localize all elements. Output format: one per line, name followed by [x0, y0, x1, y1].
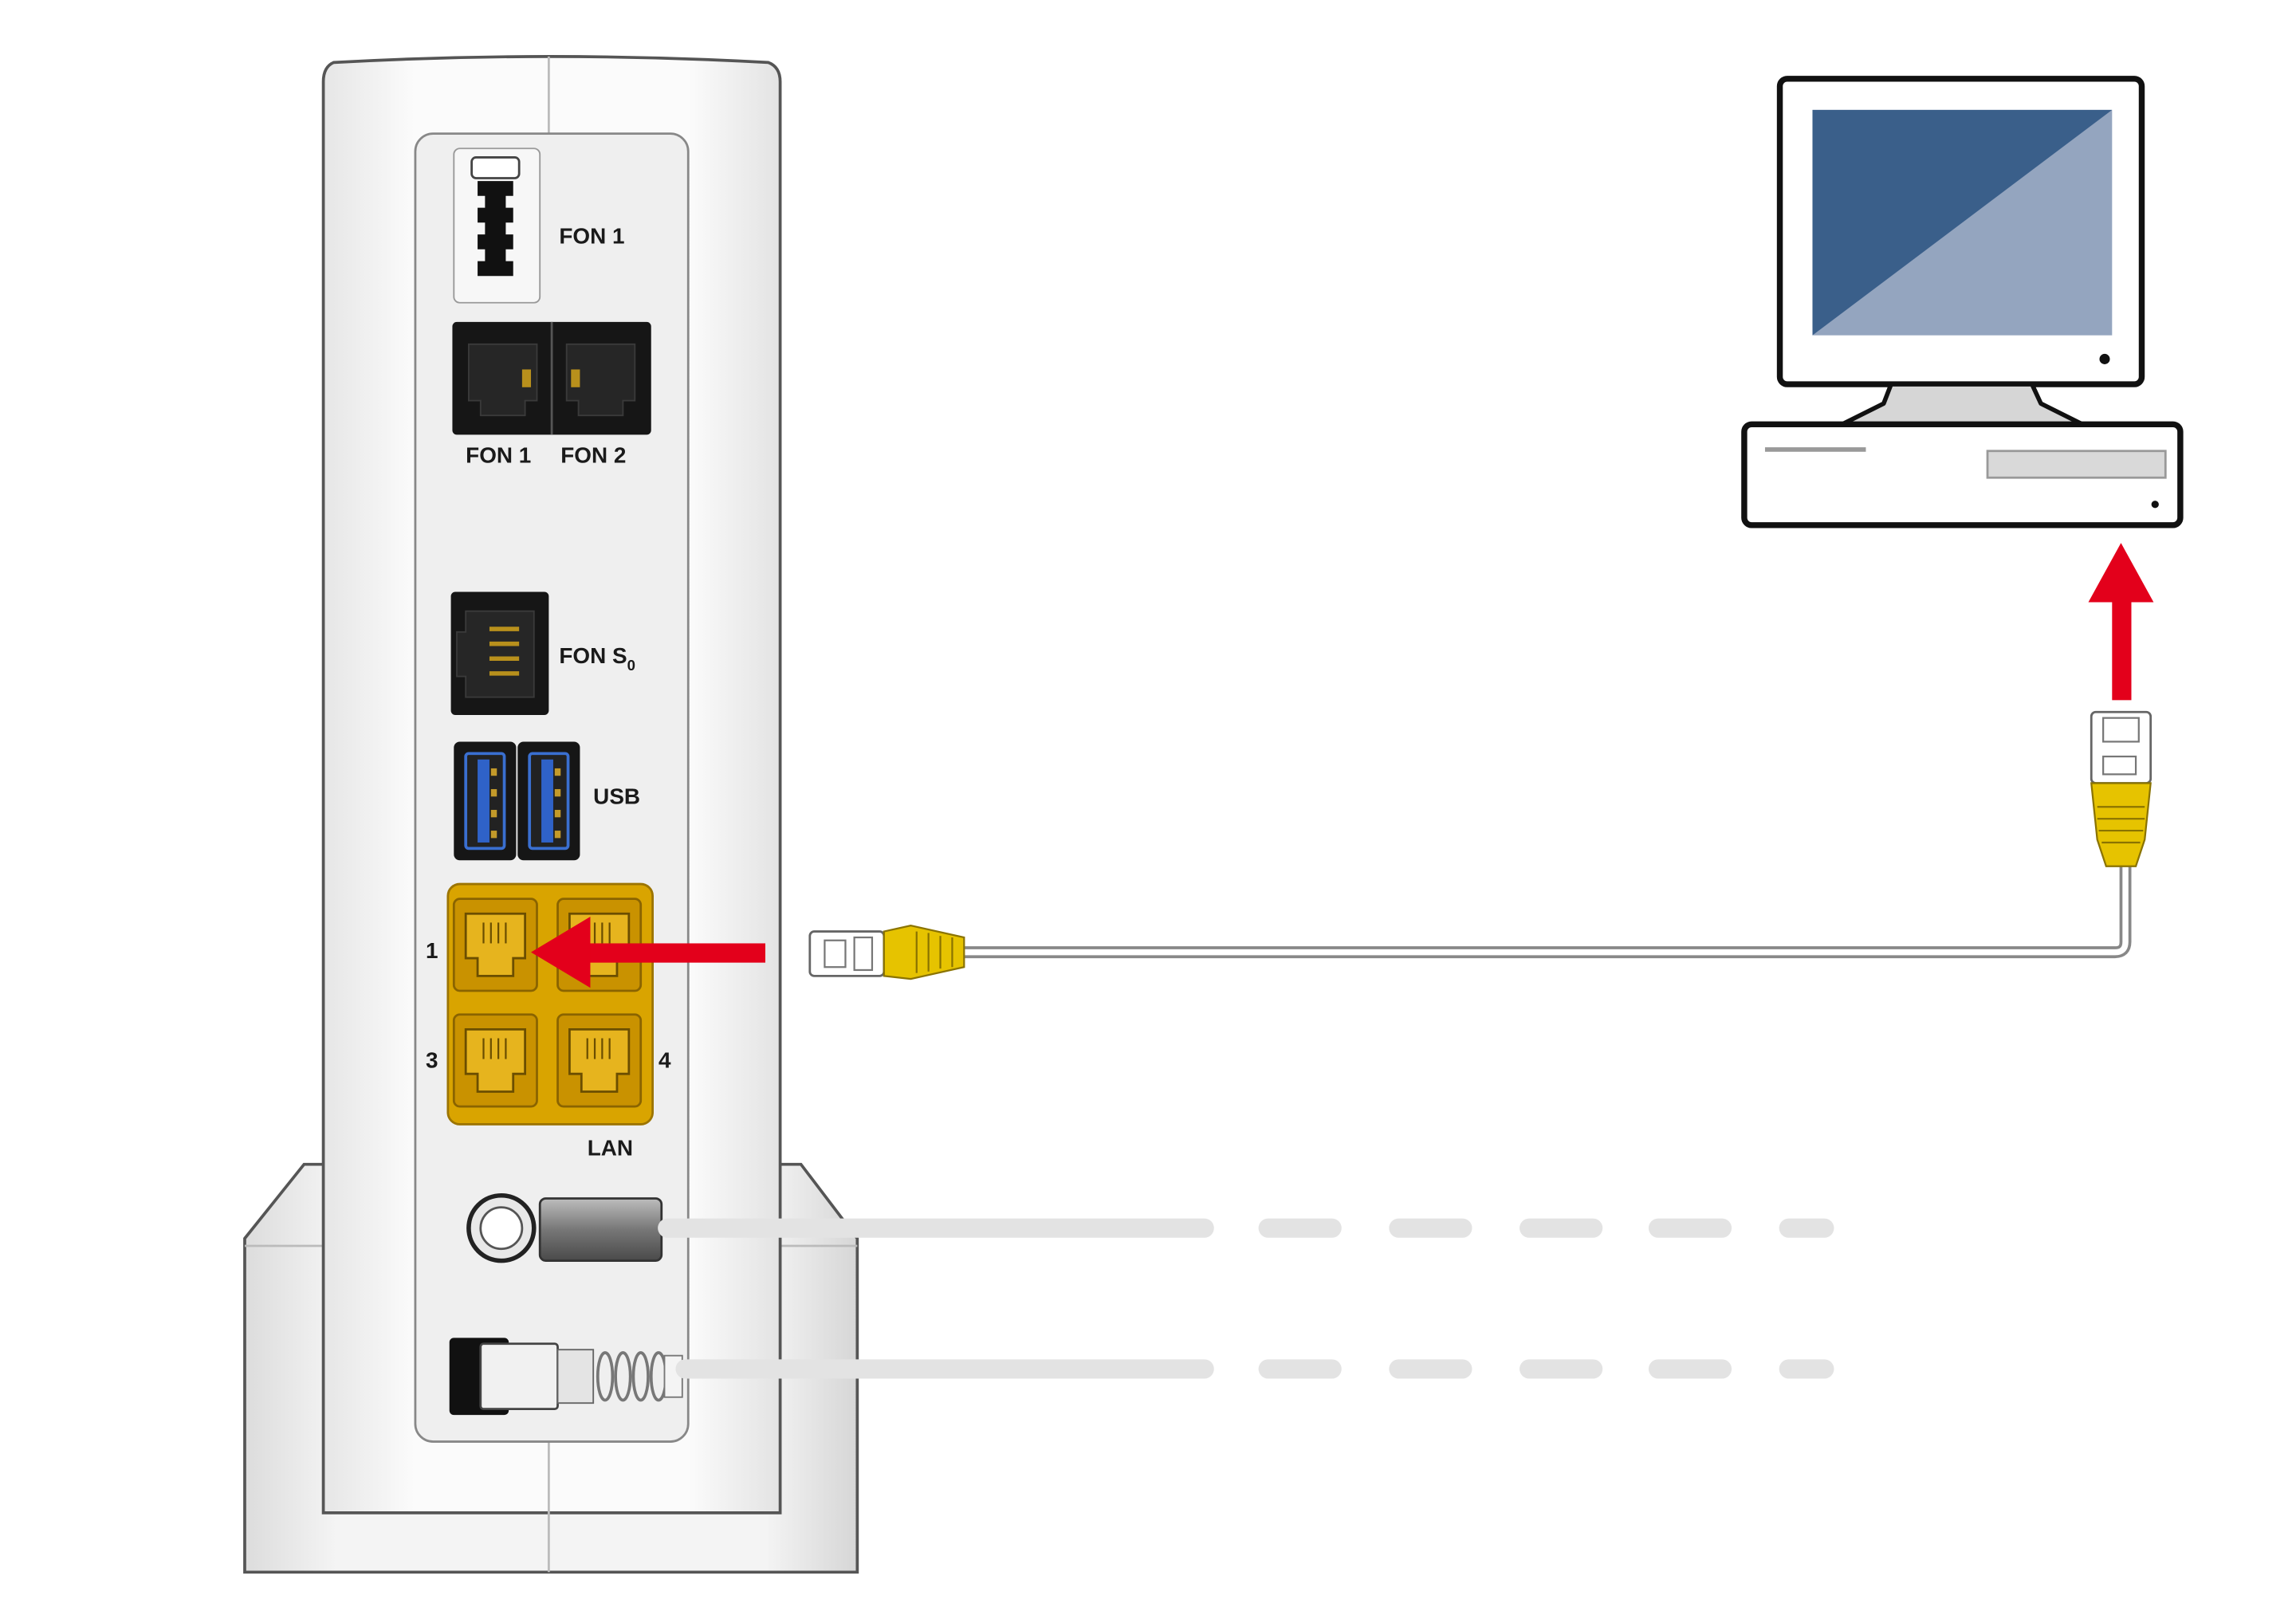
lan-port-1-label: 1: [426, 938, 438, 963]
fon1-top-port: [453, 147, 541, 304]
fon2-label: FON 2: [560, 443, 626, 468]
red-arrow-icon: [531, 916, 765, 988]
dsl-plug: [449, 1338, 683, 1416]
coax-connector: [466, 1192, 663, 1263]
lan-port-4-label: 4: [659, 1048, 671, 1073]
red-arrow-up-icon: [2088, 543, 2154, 701]
faded-cables: [658, 1218, 1834, 1379]
fon-s0-label: FON S0: [559, 643, 635, 674]
lan-port-3-label: 3: [426, 1048, 438, 1073]
usb-label: USB: [593, 784, 640, 809]
lan-label: LAN: [588, 1136, 633, 1161]
monitor-screen: [1812, 109, 2113, 336]
fon-s0-port: [450, 591, 549, 715]
cable-plug-left: [808, 924, 965, 980]
usb-ports: [454, 741, 580, 861]
fon1-fon2-ports: [452, 321, 651, 435]
desktop-computer-icon: [1741, 76, 2184, 528]
lan-ports: [446, 882, 654, 1126]
fon1-top-label: FON 1: [559, 223, 624, 248]
cable-plug-right: [2090, 710, 2152, 867]
fon1-label: FON 1: [466, 443, 531, 468]
router-device-icon: FON 1 FON 1 FON 2 FON S0: [243, 55, 859, 1574]
ethernet-cable-icon: [808, 710, 2152, 980]
